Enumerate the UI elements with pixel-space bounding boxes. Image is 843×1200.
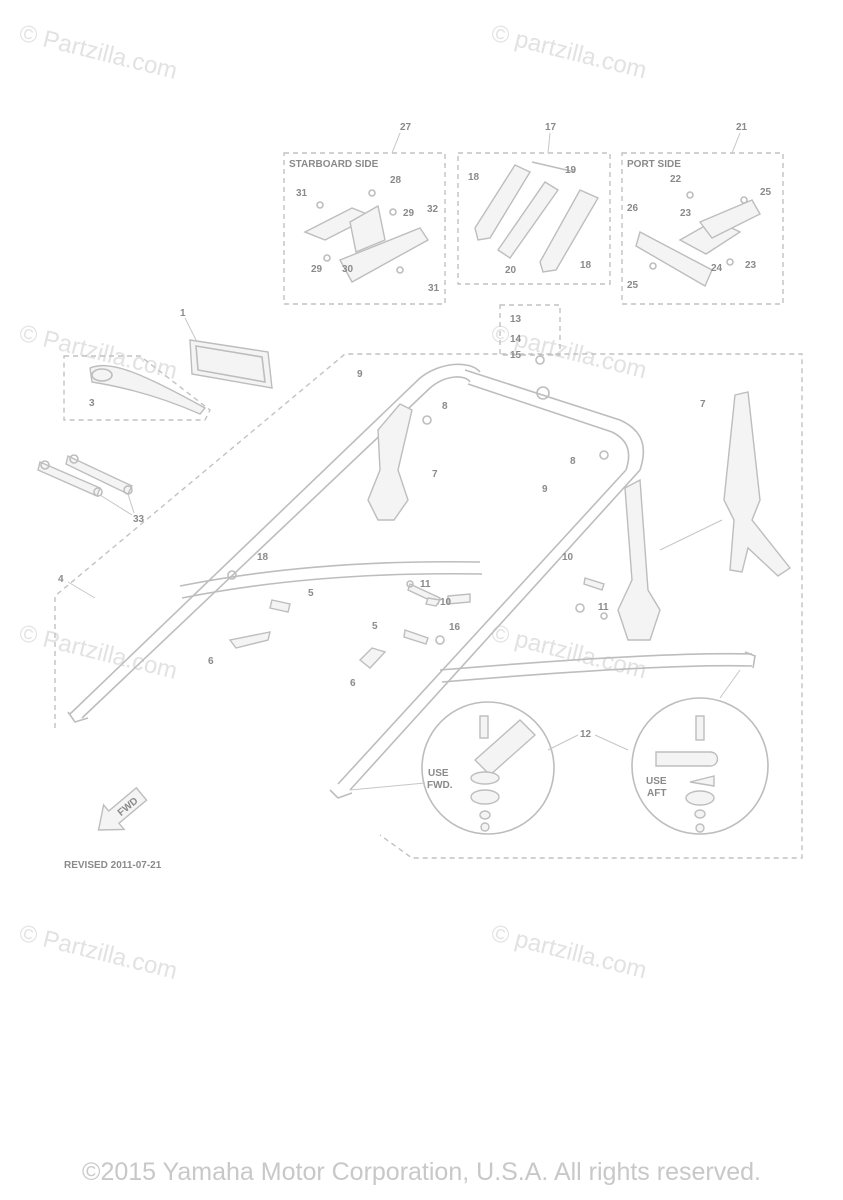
callout: 3 (89, 398, 95, 409)
callout: 25 (627, 280, 639, 291)
callout: 23 (745, 260, 757, 271)
callout: 11 (598, 602, 609, 613)
callout: 7 (432, 469, 438, 480)
callout: 4 (58, 574, 64, 585)
revised-date: REVISED 2011-07-21 (64, 860, 162, 871)
callout: 32 (427, 204, 439, 215)
callout: 18 (468, 172, 480, 183)
callout: 19 (565, 165, 577, 176)
starboard-side-title: STARBOARD SIDE (289, 159, 379, 170)
callout: 24 (711, 263, 723, 274)
port-side-title: PORT SIDE (627, 159, 681, 170)
callout: 14 (510, 334, 522, 345)
callout: 6 (350, 678, 356, 689)
callout: 12 (580, 729, 592, 740)
callout: 31 (428, 283, 440, 294)
watermark: © Partzilla.com (17, 620, 180, 685)
callout: 1 (180, 308, 186, 319)
callout: 22 (670, 174, 682, 185)
callout: 21 (736, 122, 748, 133)
callout: 10 (562, 552, 574, 563)
watermark: © partzilla.com (489, 920, 650, 985)
callout: 18 (257, 552, 269, 563)
callout: 28 (390, 175, 402, 186)
callout: 26 (627, 203, 639, 214)
fwd-arrow: FWD (97, 786, 148, 831)
callout: 8 (442, 401, 448, 412)
callout: 5 (308, 588, 314, 599)
callout: 13 (510, 314, 522, 325)
inset-use-label: USE (646, 776, 667, 787)
callout: 27 (400, 122, 412, 133)
callout: 18 (580, 260, 592, 271)
watermark: © partzilla.com (489, 20, 650, 85)
callout: 6 (208, 656, 214, 667)
tower-boundary (54, 304, 803, 859)
callout: 17 (545, 122, 557, 133)
callouts: 27 17 21 31 28 29 32 29 30 31 18 19 20 1… (58, 122, 772, 740)
callout: 7 (700, 399, 706, 410)
copyright-notice: ©2015 Yamaha Motor Corporation, U.S.A. A… (82, 1158, 761, 1186)
inset-aft: USE AFT (594, 669, 769, 835)
callout: 33 (133, 514, 145, 525)
callout: 23 (680, 208, 692, 219)
inset-aft-label: AFT (647, 788, 666, 799)
callout: 10 (440, 597, 452, 608)
callout: 9 (357, 369, 363, 380)
inset-fwd-label: FWD. (427, 780, 453, 791)
arm-33 (37, 454, 135, 516)
callout: 16 (449, 622, 461, 633)
callout: 31 (296, 188, 308, 199)
callout: 5 (372, 621, 378, 632)
callout: 8 (570, 456, 576, 467)
watermark: © Partzilla.com (17, 20, 180, 85)
middle-pad-box (457, 132, 611, 285)
tower-frame (67, 355, 792, 799)
mirror-group (63, 317, 273, 421)
callout: 30 (342, 264, 354, 275)
callout: 9 (542, 484, 548, 495)
inset-use-label: USE (428, 768, 449, 779)
callout: 29 (311, 264, 323, 275)
callout: 29 (403, 208, 415, 219)
callout: 11 (420, 579, 431, 590)
watermark: © Partzilla.com (17, 920, 180, 985)
callout: 15 (510, 350, 522, 361)
callout: 20 (505, 265, 517, 276)
callout: 25 (760, 187, 772, 198)
inset-fwd: USE FWD. (349, 701, 579, 835)
starboard-side-box: STARBOARD SIDE (283, 132, 446, 305)
port-side-box: PORT SIDE (621, 132, 784, 305)
